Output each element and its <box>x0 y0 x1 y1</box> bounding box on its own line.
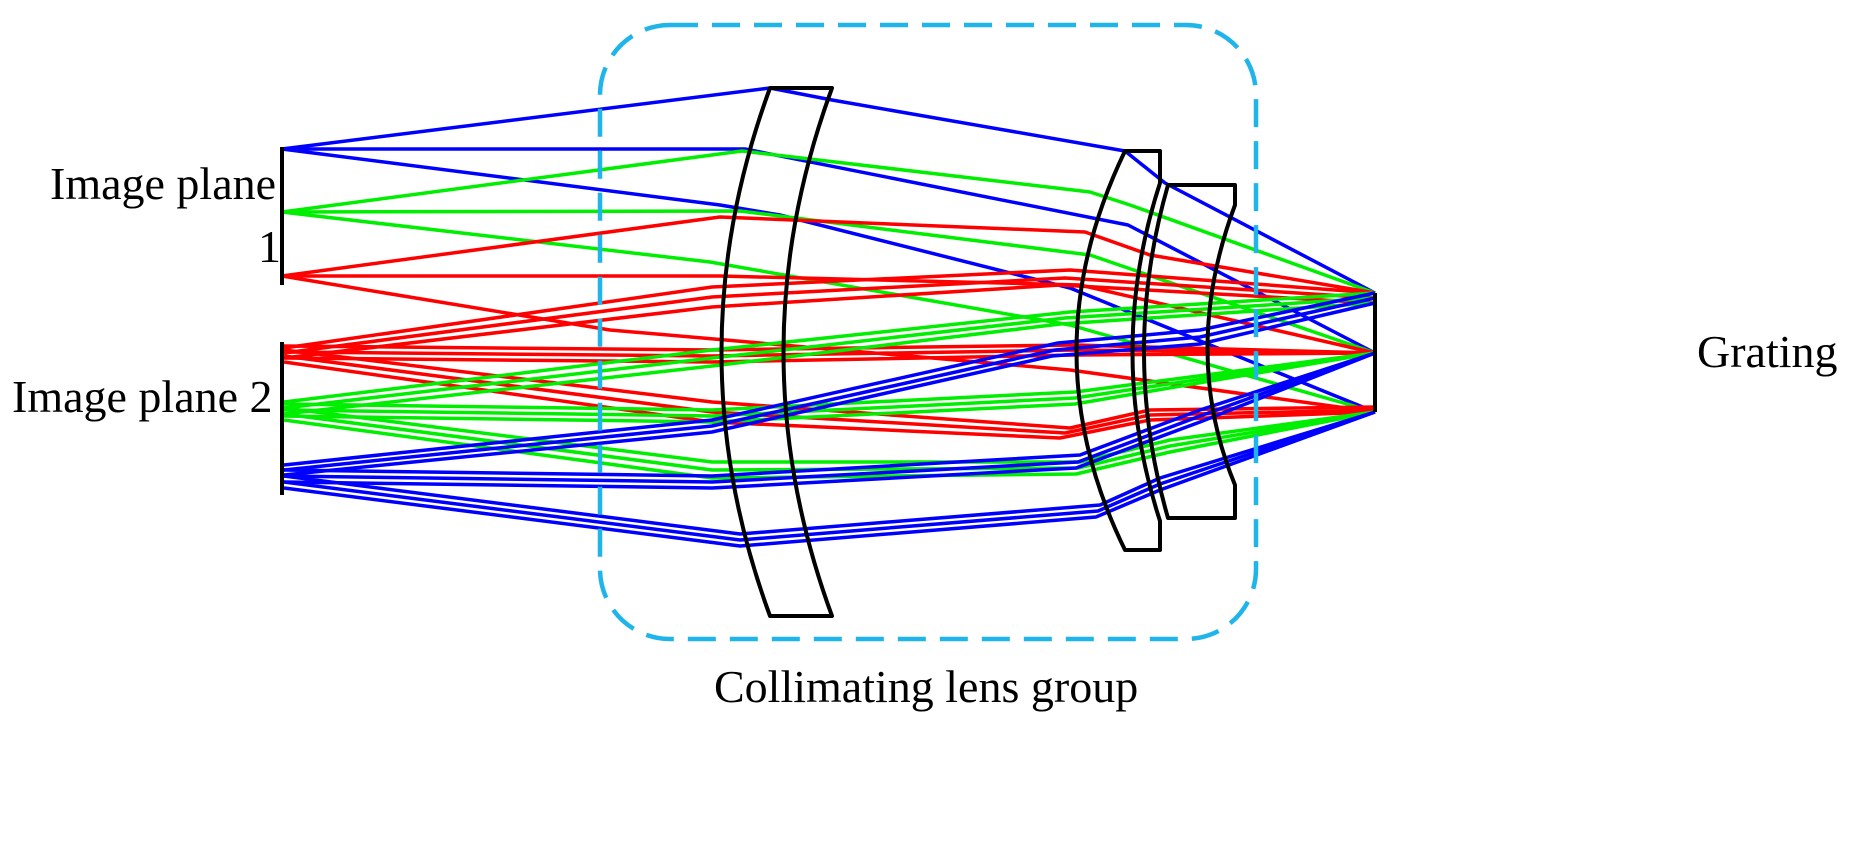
red-ray <box>283 276 1376 355</box>
red-ray <box>283 343 1376 355</box>
red-ray <box>283 351 1376 364</box>
blue-ray <box>283 291 1376 467</box>
red-ray <box>283 348 1376 430</box>
optical-elements <box>280 86 1377 618</box>
red-ray <box>283 283 1376 360</box>
ray-traces <box>281 86 1376 548</box>
red-ray <box>283 268 1376 350</box>
image-plane-1-label: Image plane <box>50 158 277 209</box>
blue-ray <box>283 351 1376 490</box>
lens-1 <box>719 86 834 618</box>
blue-ray <box>283 296 1376 472</box>
red-ray <box>282 274 1376 355</box>
image-plane-1-number: 1 <box>258 221 281 272</box>
green-ray <box>283 291 1376 404</box>
collimating-lens-group-label: Collimating lens group <box>714 661 1139 712</box>
green-ray <box>283 301 1376 416</box>
red-ray <box>283 360 1376 440</box>
green-ray <box>283 351 1376 424</box>
blue-ray <box>283 301 1376 477</box>
green-ray <box>281 149 1376 295</box>
blue-ray <box>283 410 1376 536</box>
image-plane-2-label: Image plane 2 <box>12 371 273 422</box>
blue-ray <box>282 147 1376 355</box>
blue-ray <box>283 410 1376 542</box>
green-ray <box>283 351 1376 412</box>
green-ray <box>281 210 1376 414</box>
red-ray <box>281 215 1376 295</box>
red-ray <box>283 348 1376 358</box>
green-ray <box>283 351 1376 418</box>
lens-2 <box>1074 149 1162 552</box>
green-ray <box>283 296 1376 410</box>
blue-ray <box>281 86 1376 295</box>
green-ray <box>283 410 1376 480</box>
lens-3 <box>1142 183 1237 520</box>
blue-ray <box>283 351 1376 484</box>
collimating-group-box <box>597 22 1259 642</box>
grating-label: Grating <box>1697 326 1838 377</box>
blue-ray <box>283 351 1376 478</box>
blue-ray <box>283 410 1376 548</box>
green-ray <box>281 209 1376 355</box>
